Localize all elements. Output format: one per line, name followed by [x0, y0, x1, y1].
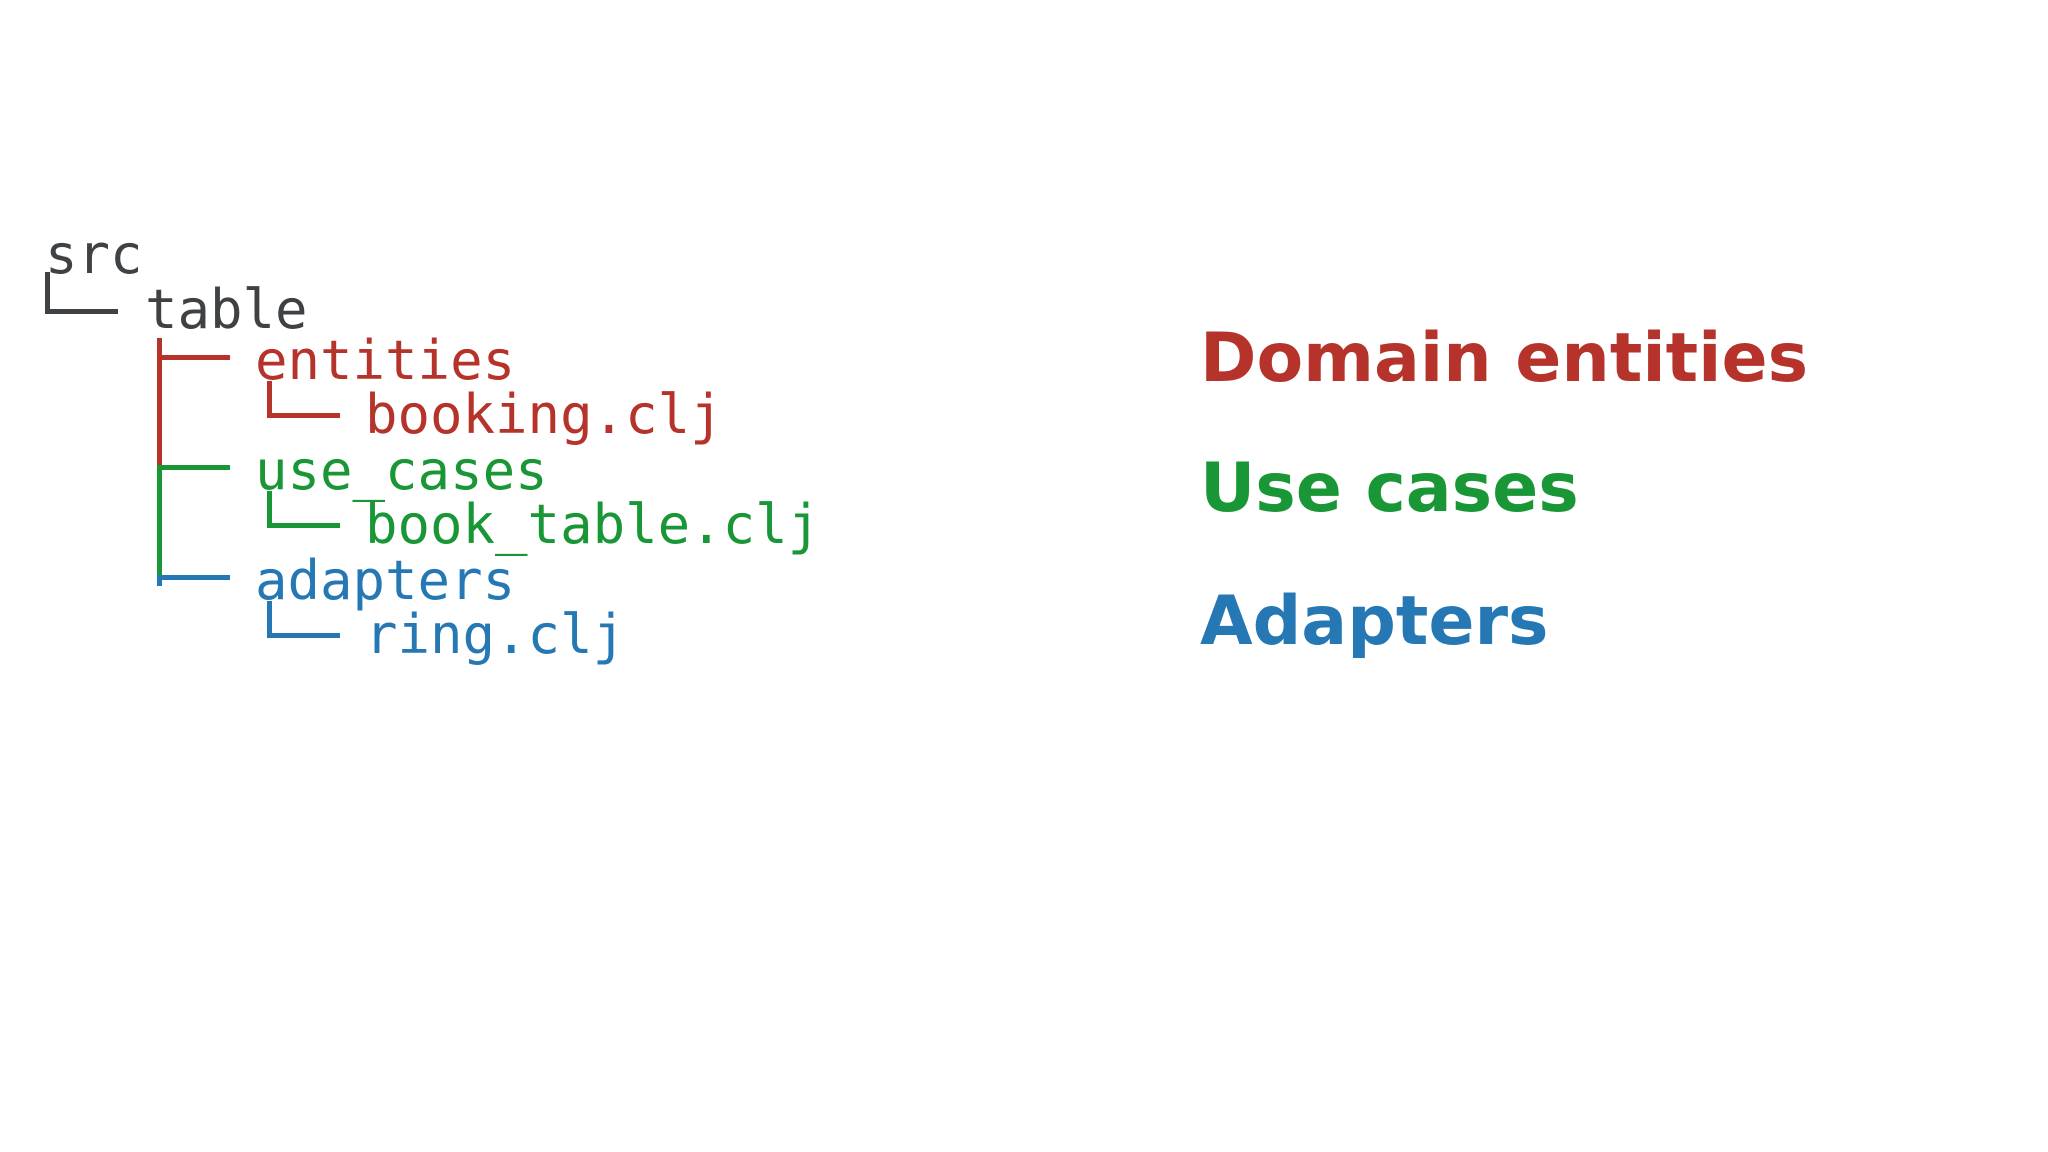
tree-connector-book-table-horizontal: [267, 523, 340, 528]
tree-branch-entities: [157, 355, 230, 360]
tree-connector-src-horizontal: [45, 309, 118, 314]
tree-spine-adapters: [157, 578, 162, 586]
legend-panel: Domain entities Use cases Adapters: [1190, 0, 1990, 1152]
tree-node-booking-clj[interactable]: booking.clj: [365, 383, 723, 446]
tree-connector-booking-horizontal: [267, 413, 340, 418]
tree-connector-book-table-vertical: [267, 491, 272, 528]
legend-label-use-cases: Use cases: [1200, 449, 1579, 528]
legend-label-adapters: Adapters: [1200, 582, 1549, 661]
tree-node-use-cases[interactable]: use_cases: [255, 439, 548, 502]
tree-node-entities[interactable]: entities: [255, 329, 516, 392]
tree-connector-ring-vertical: [267, 601, 272, 638]
tree-connector-booking-vertical: [267, 381, 272, 418]
tree-node-table[interactable]: table: [145, 278, 308, 341]
tree-node-book-table-clj[interactable]: book_table.clj: [365, 493, 821, 556]
file-tree: src table entities booking.clj use_cases…: [45, 223, 821, 666]
tree-node-adapters[interactable]: adapters: [255, 549, 516, 612]
tree-node-src[interactable]: src: [45, 223, 143, 286]
tree-branch-use-cases: [157, 465, 230, 470]
tree-branch-adapters: [157, 575, 230, 580]
tree-connector-ring-horizontal: [267, 633, 340, 638]
tree-spine-entities: [157, 338, 162, 468]
tree-node-ring-clj[interactable]: ring.clj: [365, 603, 626, 666]
tree-spine-use-cases: [157, 468, 162, 578]
tree-connector-src-vertical: [45, 272, 50, 314]
legend-label-domain-entities: Domain entities: [1200, 319, 1809, 398]
